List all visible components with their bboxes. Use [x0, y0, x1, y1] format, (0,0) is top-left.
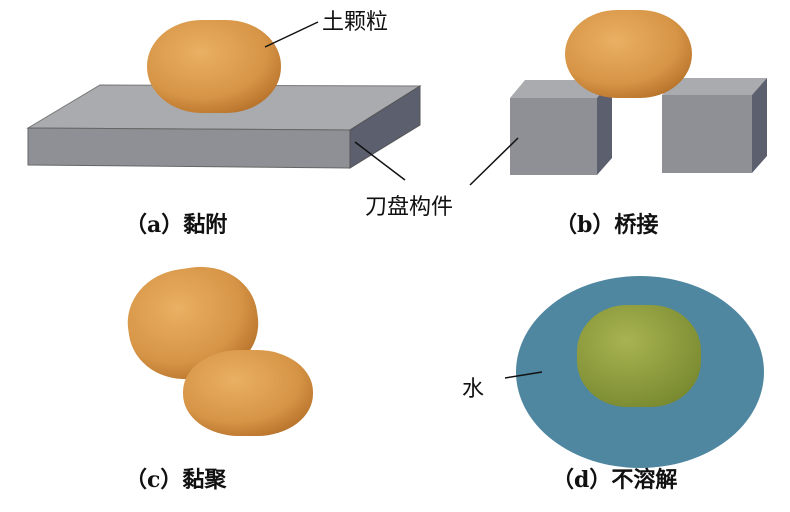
leader-soil [264, 21, 319, 48]
caption-c: （c）黏聚 [125, 467, 227, 493]
caption-d: （d）不溶解 [552, 467, 677, 493]
leader-cutter-a [354, 141, 406, 181]
water-label: 水 [462, 377, 484, 402]
cutter-plate-a [26, 84, 422, 169]
soil-particle-b [565, 10, 692, 98]
leader-water [504, 371, 543, 379]
soil-particle-c1 [127, 266, 259, 380]
soil-particle-d [577, 305, 701, 407]
soil-particle-a [147, 20, 281, 113]
leader-cutter-b [469, 137, 519, 186]
caption-a: （a）黏附 [125, 212, 227, 238]
cutter-block-left [510, 80, 612, 175]
cutter-block-right [662, 78, 767, 173]
soil-particle-c2 [183, 350, 313, 436]
caption-b: （b）桥接 [555, 212, 658, 238]
soil-particle-label: 土颗粒 [322, 10, 388, 35]
cutter-component-label: 刀盘构件 [365, 195, 453, 220]
